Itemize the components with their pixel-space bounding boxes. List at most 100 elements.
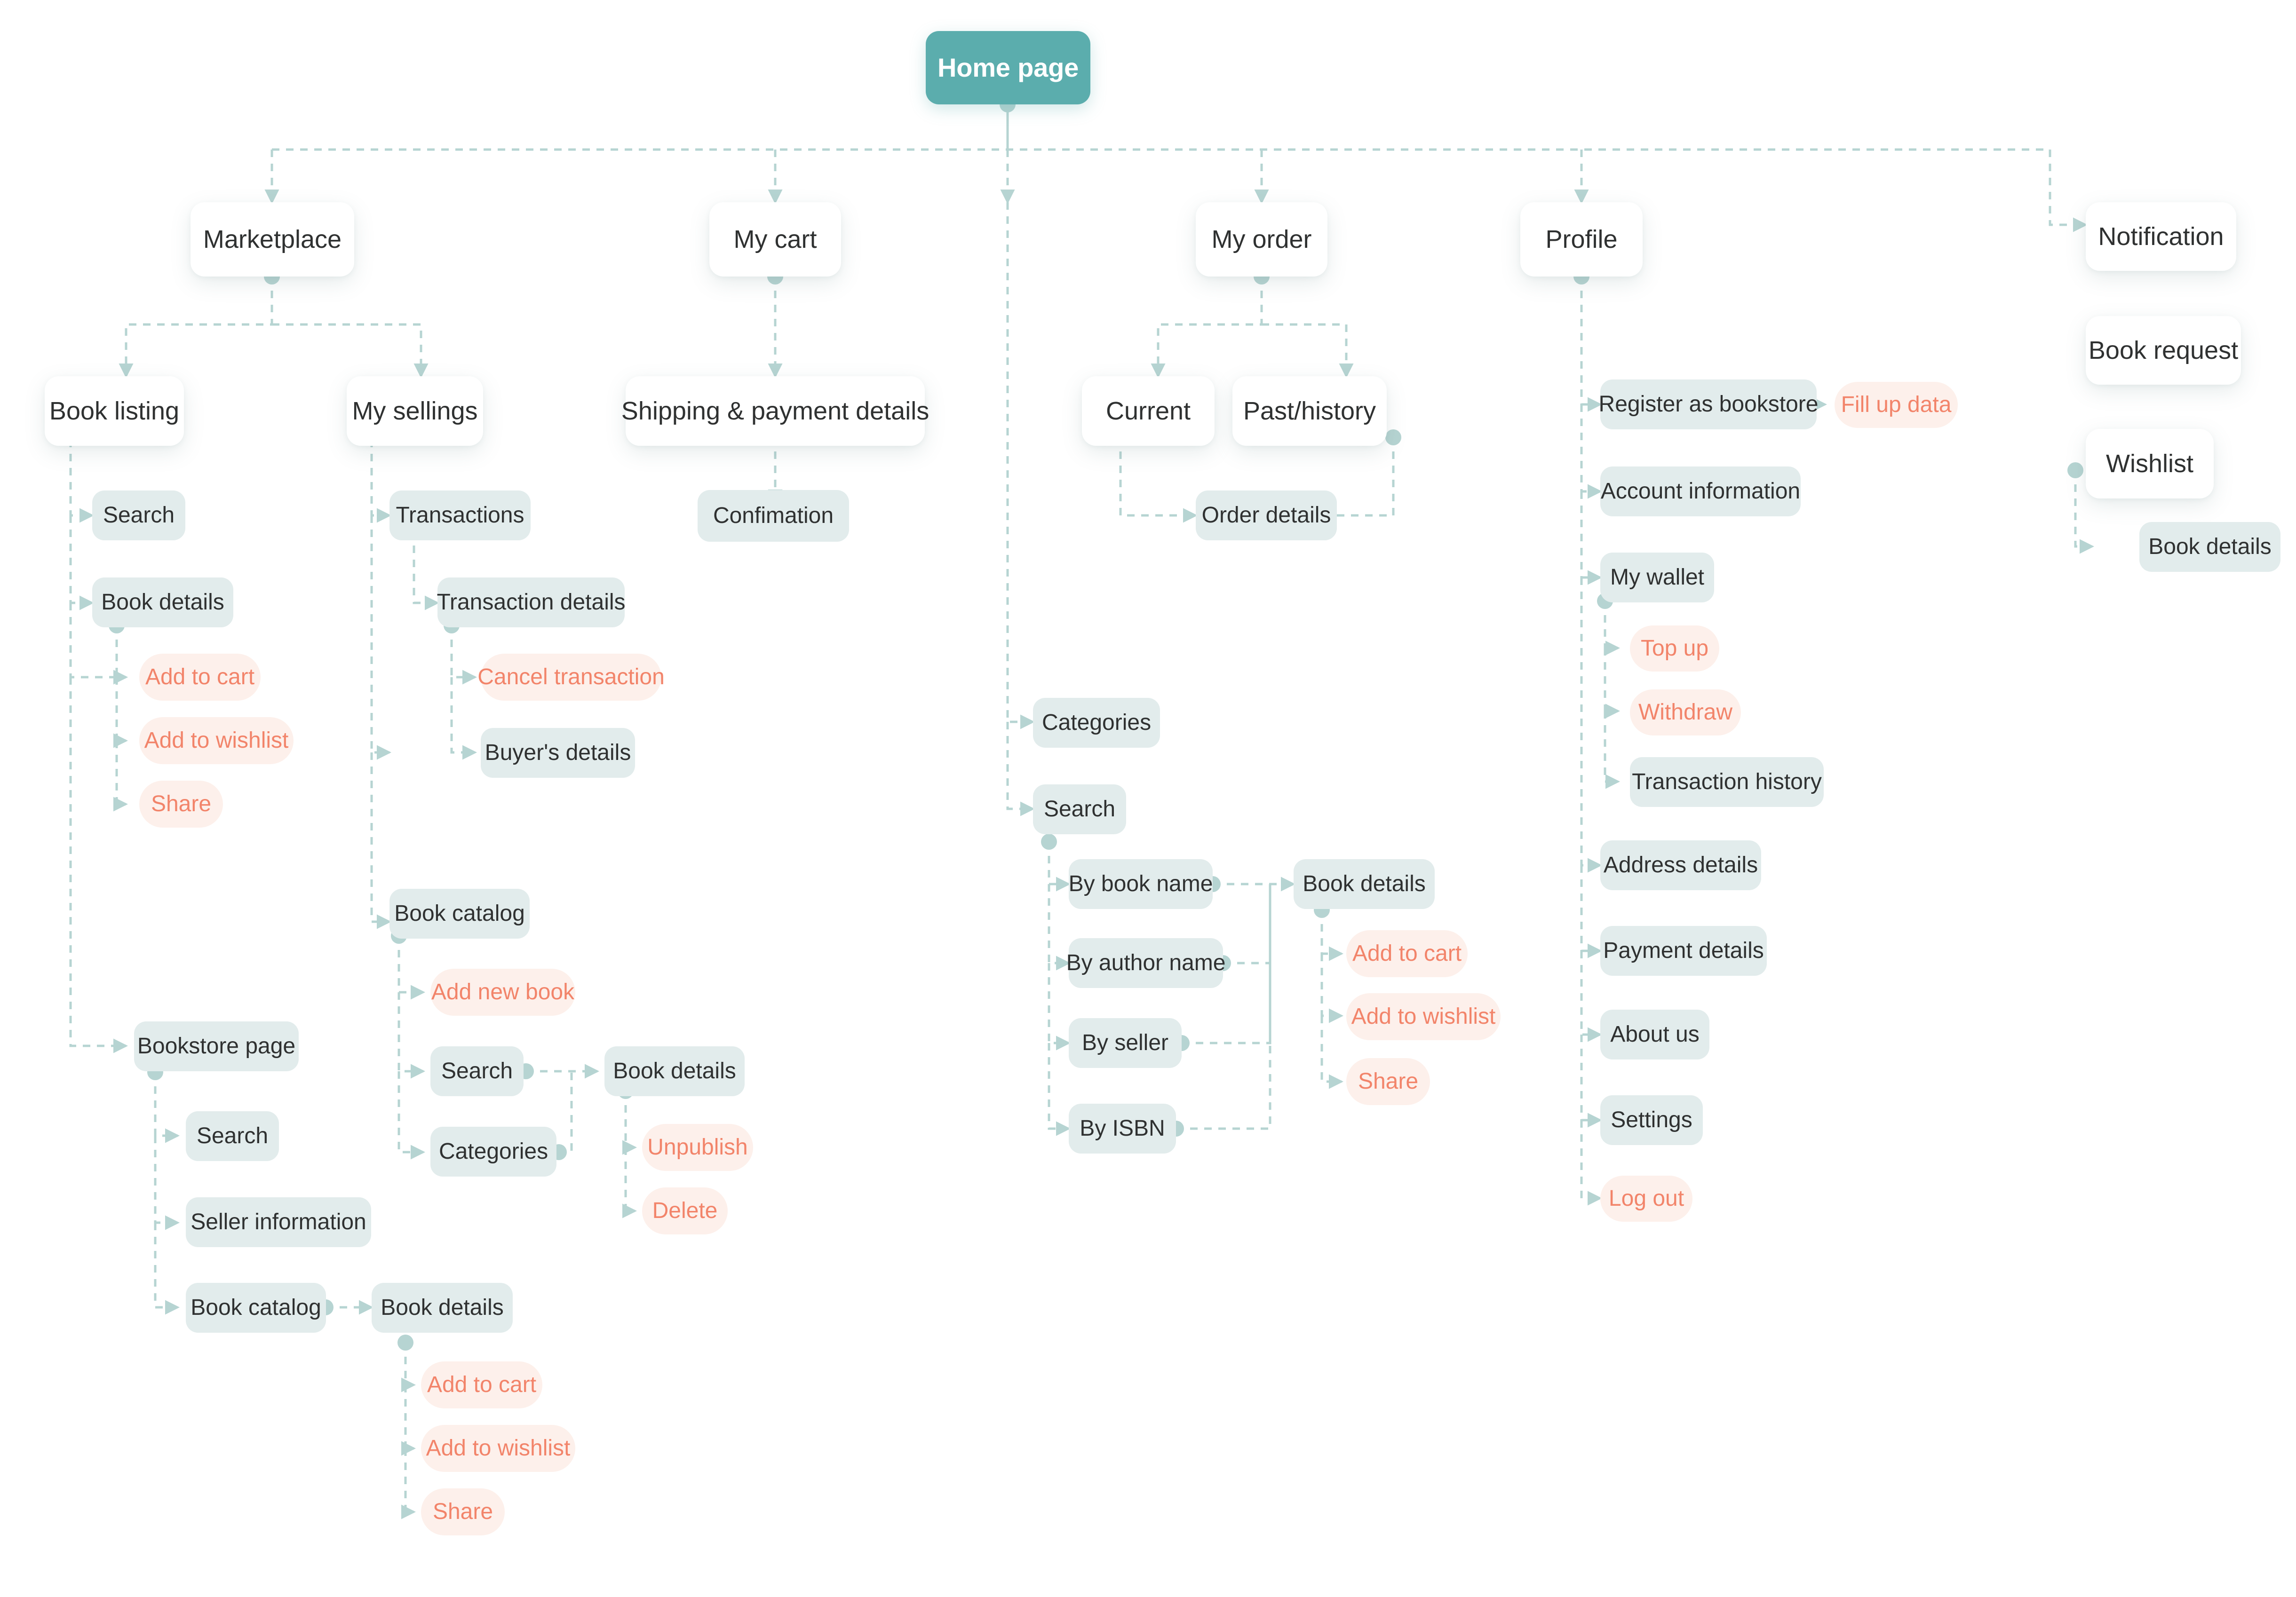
node-current[interactable]: Current bbox=[1082, 376, 1215, 446]
node-label: Search bbox=[196, 1123, 269, 1149]
node-label: Book details bbox=[101, 590, 224, 615]
node-settings[interactable]: Settings bbox=[1600, 1095, 1703, 1145]
node-label: Add to cart bbox=[427, 1372, 537, 1398]
node-my-sellings[interactable]: My sellings bbox=[347, 376, 483, 446]
node-bookstore-page[interactable]: Bookstore page bbox=[134, 1021, 299, 1071]
node-withdraw[interactable]: Withdraw bbox=[1630, 689, 1741, 735]
node-book-request[interactable]: Book request bbox=[2086, 316, 2241, 385]
node-bookstore-share[interactable]: Share bbox=[421, 1488, 505, 1535]
node-book-listing-add-to-wishlist[interactable]: Add to wishlist bbox=[139, 717, 294, 764]
node-label: Share bbox=[1358, 1069, 1419, 1094]
node-label: Add to cart bbox=[145, 664, 255, 690]
node-payment-details[interactable]: Payment details bbox=[1600, 926, 1767, 976]
node-search-by-isbn[interactable]: By ISBN bbox=[1069, 1104, 1176, 1154]
node-book-listing[interactable]: Book listing bbox=[45, 376, 184, 446]
node-wishlist-book-details[interactable]: Book details bbox=[2139, 522, 2280, 572]
node-transaction-history[interactable]: Transaction history bbox=[1630, 757, 1824, 807]
node-label: Book details bbox=[1303, 871, 1426, 897]
node-notification[interactable]: Notification bbox=[2086, 202, 2236, 271]
node-label: Marketplace bbox=[203, 225, 342, 253]
node-cancel-transaction[interactable]: Cancel transaction bbox=[477, 654, 665, 701]
node-my-cart[interactable]: My cart bbox=[709, 202, 841, 277]
node-my-cart-share[interactable]: Share bbox=[1346, 1058, 1430, 1105]
node-label: Notification bbox=[2098, 222, 2224, 251]
node-delete[interactable]: Delete bbox=[642, 1187, 728, 1234]
node-bookstore-add-to-cart[interactable]: Add to cart bbox=[421, 1361, 542, 1408]
node-label: Confimation bbox=[713, 503, 834, 529]
node-top-up[interactable]: Top up bbox=[1630, 625, 1719, 672]
node-transaction-details[interactable]: Transaction details bbox=[437, 577, 626, 627]
node-order-details[interactable]: Order details bbox=[1196, 490, 1337, 540]
node-label: Top up bbox=[1640, 636, 1709, 661]
node-label: Address details bbox=[1603, 853, 1758, 878]
node-confimation[interactable]: Confimation bbox=[698, 490, 849, 542]
node-label: Past/history bbox=[1243, 396, 1376, 425]
node-account-information[interactable]: Account information bbox=[1600, 466, 1801, 516]
node-book-listing-book-details[interactable]: Book details bbox=[92, 577, 233, 627]
node-my-wallet[interactable]: My wallet bbox=[1600, 553, 1714, 602]
node-label: Log out bbox=[1608, 1186, 1684, 1211]
node-my-cart-search[interactable]: Search bbox=[1033, 784, 1126, 834]
node-register-as-bookstore[interactable]: Register as bookstore bbox=[1599, 379, 1818, 429]
node-label: Add to cart bbox=[1352, 941, 1462, 966]
node-label: Categories bbox=[438, 1139, 548, 1164]
node-past-history[interactable]: Past/history bbox=[1232, 376, 1387, 446]
node-home-page[interactable]: Home page bbox=[926, 31, 1090, 104]
node-my-sellings-book-details[interactable]: Book details bbox=[604, 1046, 745, 1096]
node-label: Search bbox=[441, 1059, 513, 1084]
node-label: Add new book bbox=[431, 980, 575, 1005]
node-label: Add to wishlist bbox=[144, 728, 289, 753]
node-wishlist[interactable]: Wishlist bbox=[2086, 429, 2214, 498]
node-book-listing-share[interactable]: Share bbox=[139, 781, 223, 828]
node-label: My cart bbox=[733, 225, 817, 253]
node-add-new-book[interactable]: Add new book bbox=[430, 969, 575, 1016]
node-bookstore-add-to-wishlist[interactable]: Add to wishlist bbox=[421, 1425, 575, 1472]
node-search-by-book-name[interactable]: By book name bbox=[1069, 859, 1213, 909]
node-label: By seller bbox=[1081, 1030, 1169, 1056]
node-search-by-author-name[interactable]: By author name bbox=[1066, 938, 1225, 988]
node-label: Profile bbox=[1545, 225, 1618, 253]
node-label: Unpublish bbox=[647, 1135, 748, 1160]
node-my-cart-add-to-wishlist[interactable]: Add to wishlist bbox=[1346, 993, 1501, 1040]
node-transactions[interactable]: Transactions bbox=[389, 490, 531, 540]
node-marketplace[interactable]: Marketplace bbox=[191, 202, 354, 277]
node-address-details[interactable]: Address details bbox=[1600, 840, 1761, 890]
node-about-us[interactable]: About us bbox=[1600, 1010, 1709, 1059]
node-label: Settings bbox=[1611, 1107, 1692, 1133]
node-label: Search bbox=[103, 503, 175, 528]
node-label: About us bbox=[1610, 1022, 1700, 1047]
node-bookstore-book-catalog[interactable]: Book catalog bbox=[186, 1283, 326, 1333]
node-bookstore-search[interactable]: Search bbox=[186, 1111, 279, 1161]
node-label: Delete bbox=[652, 1198, 718, 1224]
node-label: Withdraw bbox=[1638, 700, 1733, 725]
node-label: Buyer's details bbox=[485, 740, 631, 766]
node-bookstore-seller-information[interactable]: Seller information bbox=[186, 1197, 371, 1247]
node-buyers-details[interactable]: Buyer's details bbox=[481, 728, 635, 778]
node-label: Wishlist bbox=[2106, 449, 2193, 478]
node-label: By ISBN bbox=[1080, 1116, 1165, 1141]
node-my-cart-categories[interactable]: Categories bbox=[1033, 698, 1160, 748]
node-log-out[interactable]: Log out bbox=[1600, 1176, 1692, 1222]
node-unpublish[interactable]: Unpublish bbox=[642, 1124, 753, 1171]
node-my-sellings-search[interactable]: Search bbox=[430, 1046, 524, 1096]
node-profile[interactable]: Profile bbox=[1520, 202, 1643, 277]
node-my-cart-add-to-cart[interactable]: Add to cart bbox=[1346, 930, 1468, 977]
node-label: Account information bbox=[1600, 479, 1801, 504]
node-label: Search bbox=[1043, 797, 1116, 822]
node-label: Add to wishlist bbox=[426, 1436, 571, 1461]
node-label: Cancel transaction bbox=[477, 664, 665, 690]
node-bookstore-book-details[interactable]: Book details bbox=[372, 1283, 513, 1333]
node-label: Home page bbox=[937, 52, 1079, 82]
node-search-by-seller[interactable]: By seller bbox=[1069, 1018, 1182, 1068]
node-my-order[interactable]: My order bbox=[1196, 202, 1327, 277]
node-label: Book catalog bbox=[394, 901, 525, 926]
node-my-sellings-categories[interactable]: Categories bbox=[430, 1127, 556, 1177]
node-book-listing-search[interactable]: Search bbox=[92, 490, 185, 540]
node-label: Transaction details bbox=[437, 590, 626, 615]
node-book-listing-add-to-cart[interactable]: Add to cart bbox=[139, 654, 261, 701]
node-my-sellings-book-catalog[interactable]: Book catalog bbox=[389, 889, 530, 939]
node-shipping-payment-details[interactable]: Shipping & payment details bbox=[621, 376, 929, 446]
node-my-cart-book-details[interactable]: Book details bbox=[1294, 859, 1435, 909]
node-label: Book request bbox=[2088, 336, 2239, 364]
node-fill-up-data[interactable]: Fill up data bbox=[1835, 382, 1958, 428]
